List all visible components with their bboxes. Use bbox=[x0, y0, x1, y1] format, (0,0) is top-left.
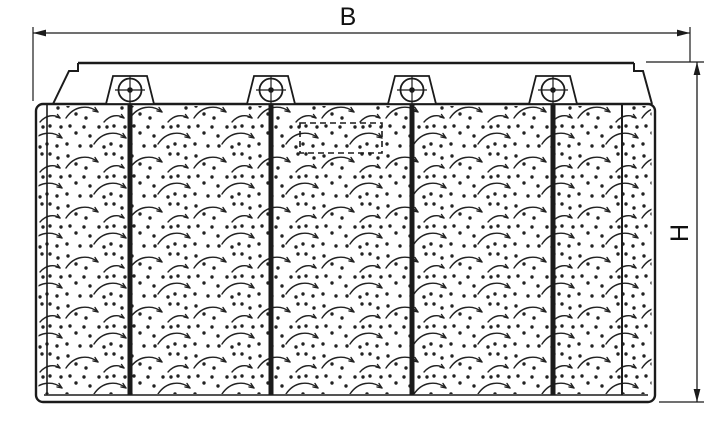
arrowhead-left-icon bbox=[33, 29, 46, 37]
terminal-bolt bbox=[105, 74, 155, 105]
terminal-bolt bbox=[246, 74, 296, 105]
label-window-dashed-rect bbox=[299, 122, 383, 154]
lid-right-step bbox=[633, 63, 653, 105]
arrowhead-up-icon bbox=[693, 62, 701, 75]
cell-divider bbox=[550, 105, 556, 395]
dimension-height: H bbox=[646, 61, 704, 403]
dim-height-label: H bbox=[666, 224, 694, 242]
lid-left-step bbox=[52, 63, 79, 105]
terminal-bolt bbox=[387, 74, 437, 105]
cell-divider bbox=[268, 105, 274, 395]
case-body bbox=[34, 102, 657, 404]
dimension-width: B bbox=[32, 3, 691, 101]
cell-divider bbox=[409, 105, 415, 395]
terminal-bolt bbox=[528, 74, 578, 105]
case-outline bbox=[34, 102, 657, 404]
arrowhead-down-icon bbox=[693, 389, 701, 402]
arrowhead-right-icon bbox=[677, 29, 690, 37]
cell-divider bbox=[127, 105, 133, 395]
case-lid bbox=[52, 61, 653, 105]
dim-width-label: B bbox=[340, 3, 357, 31]
texture-fill bbox=[38, 106, 652, 394]
